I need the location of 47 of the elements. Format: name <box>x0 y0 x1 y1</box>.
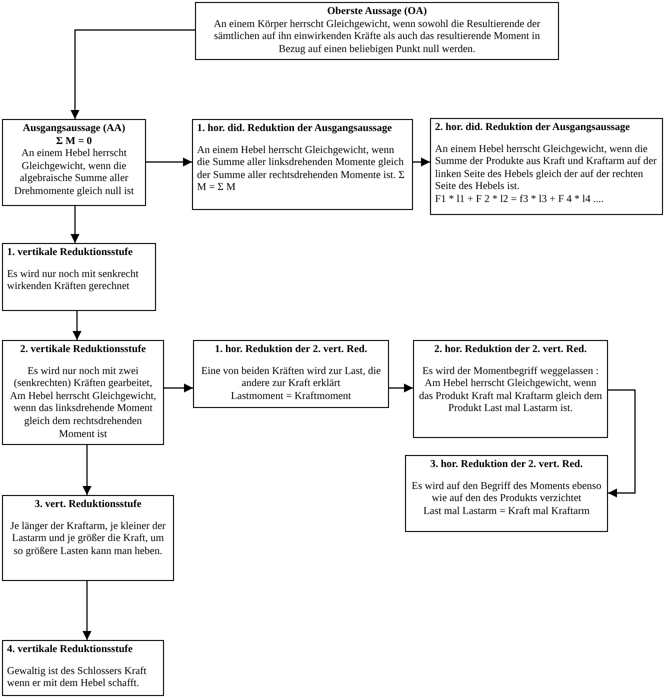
arrow <box>413 158 430 166</box>
node-text: Es wird auf den Begriff des Moments ebenso wie auf den des Produkts verzichtet <box>410 480 602 506</box>
node-text: Gewaltig ist des Schlossers Kraft wenn er mit dem Hebel schafft. <box>7 666 148 691</box>
node-text: Eine von beiden Kräften wird zur Last, die andere zur Kraft erklärt <box>200 366 382 391</box>
node-text: An einem Hebel herrscht Gleichgewicht, wenn die algebraische Summe aller Drehmomente gleich null ist <box>13 148 135 199</box>
process-box <box>2 495 174 581</box>
process-box <box>2 640 164 696</box>
node-heading: 3. vert. Reduktionsstufe <box>34 499 142 512</box>
node-text: Es wird nur noch mit senkrecht wirkenden Kräften gerechnet <box>7 268 140 294</box>
node-heading: Ausgangsaussage (AA) <box>22 123 126 136</box>
node-heading: 1. hor. did. Reduktion der Ausgangsaussage <box>197 123 393 136</box>
process-box <box>2 340 164 446</box>
arrow <box>70 206 80 243</box>
node-heading: 1. hor. Reduktion der 2. vert. Red. <box>214 344 368 357</box>
process-box <box>193 340 389 408</box>
node-text: Je länger der Kraftarm, je kleiner der Lastarm und je größer die Kraft, um so größere Lasten kann man heben. <box>9 520 167 558</box>
arrow <box>72 311 82 340</box>
node-heading: 2. vertikale Reduktionsstufe <box>19 344 147 357</box>
node-heading: 4. vertikale Reduktionsstufe <box>7 644 134 657</box>
node-text: An einem Körper herrscht Gleichgewicht, wenn sowohl die Resultierende der sämtlichen auf ihn einwirkenden Kräfte als auch das resultierende Moment in Bezug auf einen beliebigen Punkt null werden. <box>212 18 542 56</box>
node-text: An einem Hebel herrscht Gleichgewicht, wenn die Summe aller linksdrehenden Momente gleich der Summe aller rechtsdrehenden Momente ist. Σ M = Σ M <box>197 144 406 195</box>
node-text: Es wird der Momentbegriff weggelassen : Am Hebel herrscht Gleichgewicht, wenn das Produkt Kraft mal Kraftarm gleich dem Produkt Last mal Lastarm ist. <box>418 366 603 416</box>
node-text: Es wird nur noch mit zwei (senkrechten) Kräften gearbeitet, Am Hebel herrscht Gleichgewicht, wenn das linksdrehende Moment gleich dem rechtsdrehenden Moment ist <box>8 366 158 442</box>
process-box <box>430 118 663 215</box>
node-text: F1 * l1 + F 2 * l2 = f3 * l3 + F 4 * l4 .... <box>435 194 605 207</box>
process-box <box>2 119 146 206</box>
process-box <box>413 340 608 438</box>
node-heading: 3. hor. Reduktion der 2. vert. Red. <box>429 459 584 472</box>
arrow <box>82 445 92 495</box>
node-text: Last mal Lastarm = Kraft mal Kraftarm <box>422 506 591 518</box>
node-text: An einem Hebel herrscht Gleichgewicht, wenn die Summe der Produkte aus Kraft und Kraftarm auf der linken Seite des Hebels gleich der auf der rechten Seite des Hebels ist. <box>435 144 658 194</box>
arrow <box>70 29 195 119</box>
formula: Σ M = 0 <box>55 136 93 148</box>
arrow <box>146 158 192 166</box>
process-box <box>195 2 559 60</box>
arrow <box>164 384 193 392</box>
arrow <box>608 389 636 498</box>
arrow <box>82 581 92 640</box>
node-heading: Oberste Aussage (OA) <box>326 6 428 19</box>
node-heading: 2. hor. did. Reduktion der Ausgangsaussage <box>435 122 631 135</box>
arrow <box>389 384 413 392</box>
process-box <box>192 119 413 210</box>
node-heading: 1. vertikale Reduktionsstufe <box>7 247 134 260</box>
process-box <box>2 243 156 311</box>
node-text: Lastmoment = Kraftmoment <box>230 390 352 404</box>
node-heading: 2. hor. Reduktion der 2. vert. Red. <box>433 344 588 357</box>
process-box <box>405 455 608 532</box>
